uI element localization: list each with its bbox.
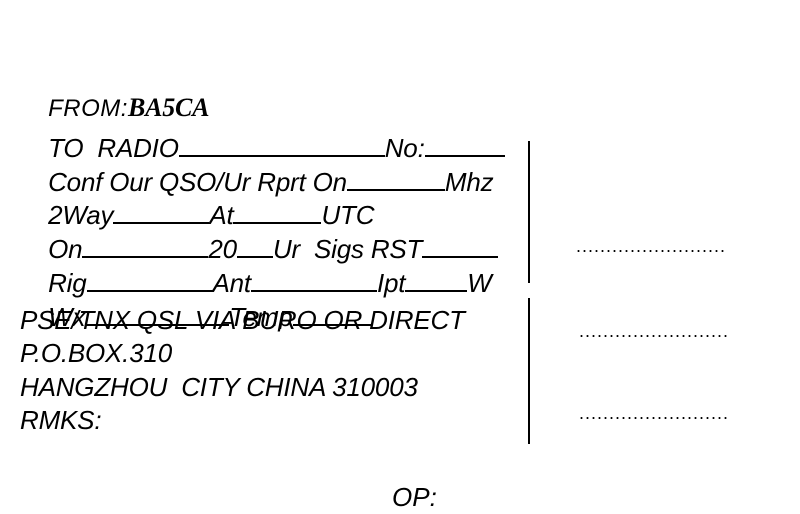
utc-label: UTC — [321, 200, 375, 230]
ant-blank — [250, 266, 377, 292]
qsl-via-line: PSE/TNX QSL VIA BURO OR DIRECT — [20, 305, 465, 335]
year-prefix: 20 — [208, 234, 237, 264]
from-label: FROM: — [48, 95, 128, 122]
at-label: At — [209, 200, 234, 230]
rst-label: Ur Sigs RST — [272, 234, 423, 264]
pobox-line: P.O.BOX.310 — [20, 338, 172, 368]
on-label: On — [48, 234, 83, 264]
conf-line: Conf Our QSO/Ur Rprt On Mhz — [20, 135, 494, 227]
wx-line: Wx Temp — [20, 270, 371, 362]
rig-label: Rig — [48, 268, 87, 298]
divider-line-upper — [528, 141, 530, 283]
op-label: OP: — [392, 482, 437, 512]
wx-blank — [85, 300, 230, 326]
ant-label: Ant — [212, 268, 252, 298]
divider-line-lower — [528, 298, 530, 444]
rmks-label: RMKS: — [20, 405, 102, 435]
callsign: BA5CA — [127, 93, 210, 122]
date-blank — [82, 232, 209, 258]
wx-label: Wx — [48, 302, 86, 332]
power-blank — [405, 266, 468, 292]
dotted-line-2: ......................... — [579, 321, 730, 341]
watt-unit: W — [467, 268, 492, 298]
to-radio-label: TO RADIO — [48, 133, 179, 163]
city-line: HANGZHOU CITY CHINA 310003 — [20, 372, 418, 402]
year-blank — [236, 232, 273, 258]
twoway-line: 2Way At UTC — [20, 168, 374, 260]
dotted-line-1: ......................... — [576, 236, 727, 256]
to-radio-blank — [178, 131, 385, 157]
temp-blank — [292, 300, 371, 326]
rig-line: Rig Ant Ipt W — [20, 236, 492, 328]
rst-blank — [422, 232, 499, 258]
mode-blank — [113, 198, 210, 224]
dotted-line-3: ......................... — [579, 403, 730, 423]
no-blank — [424, 131, 505, 157]
freq-blank — [346, 165, 445, 191]
rig-blank — [86, 266, 213, 292]
time-blank — [233, 198, 322, 224]
twoway-label: 2Way — [48, 200, 114, 230]
no-label: No: — [384, 133, 425, 163]
from-line: FROM:BA5CA — [20, 62, 209, 154]
freq-unit: Mhz — [444, 167, 494, 197]
ipt-label: Ipt — [376, 268, 406, 298]
conf-label: Conf Our QSO/Ur Rprt On — [48, 167, 347, 197]
temp-label: Temp — [229, 302, 293, 332]
to-radio-line: TO RADIO No: — [20, 101, 505, 193]
date-line: On 20 Ur Sigs RST — [20, 202, 499, 294]
